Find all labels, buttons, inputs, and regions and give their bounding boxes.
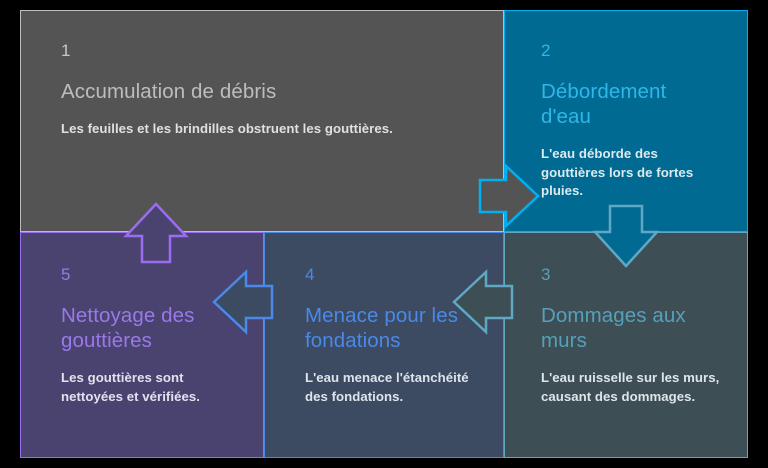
process-step-4-description: L'eau menace l'étanchéité des fondations… (305, 370, 469, 404)
process-step-4-title: Menace pour les fondations (305, 304, 459, 352)
process-step-4-number: 4 (305, 265, 315, 284)
process-step-2-number: 2 (541, 41, 551, 60)
process-step-1-number: 1 (61, 41, 71, 60)
process-step-1-content: 1 Accumulation de débris Les feuilles et… (21, 11, 503, 231)
process-step-2-title: Débordement d'eau (541, 80, 667, 128)
process-step-5[interactable]: 5 Nettoyage des gouttières Les gouttière… (20, 232, 264, 458)
process-step-1[interactable]: 1 Accumulation de débris Les feuilles et… (20, 10, 504, 232)
process-step-4[interactable]: 4 Menace pour les fondations L'eau menac… (264, 232, 504, 458)
process-step-3-description: L'eau ruisselle sur les murs, causant de… (541, 370, 720, 404)
process-step-2-content: 2 Débordement d'eau L'eau déborde des go… (505, 11, 747, 231)
process-step-1-description: Les feuilles et les brindilles obstruent… (61, 121, 393, 136)
process-step-5-description: Les gouttières sont nettoyées et vérifié… (61, 370, 200, 404)
process-step-3-content: 3 Dommages aux murs L'eau ruisselle sur … (505, 233, 747, 457)
process-step-5-content: 5 Nettoyage des gouttières Les gouttière… (21, 233, 263, 457)
process-step-5-title: Nettoyage des gouttières (61, 304, 195, 352)
process-step-4-content: 4 Menace pour les fondations L'eau menac… (265, 233, 503, 457)
process-step-1-title: Accumulation de débris (61, 80, 277, 103)
process-step-3[interactable]: 3 Dommages aux murs L'eau ruisselle sur … (504, 232, 748, 458)
process-step-2-description: L'eau déborde des gouttières lors de for… (541, 146, 694, 198)
process-cycle-grid: 1 Accumulation de débris Les feuilles et… (20, 10, 748, 458)
process-step-2[interactable]: 2 Débordement d'eau L'eau déborde des go… (504, 10, 748, 232)
process-step-5-number: 5 (61, 265, 71, 284)
process-step-3-number: 3 (541, 265, 551, 284)
process-step-3-title: Dommages aux murs (541, 304, 686, 352)
